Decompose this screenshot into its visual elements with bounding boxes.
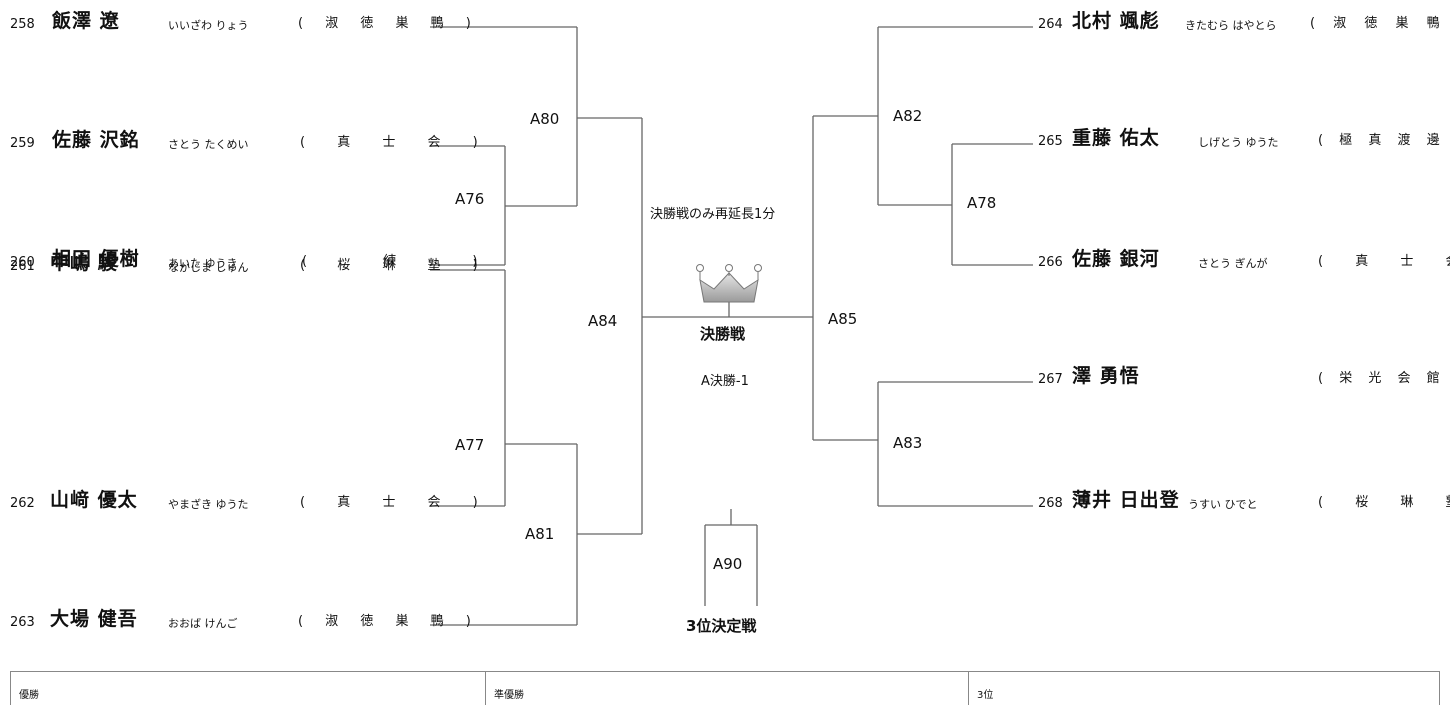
runner-up-label: 準優勝 — [494, 690, 524, 701]
player-team: ( 真 士 会 ) — [1318, 254, 1450, 269]
match-a77: A77 — [455, 436, 485, 454]
match-a85: A85 — [828, 310, 858, 328]
third-place-title: 3位決定戦 — [686, 617, 757, 635]
player-number: 262 — [10, 496, 35, 511]
player-kana: きたむら はやとら — [1185, 19, 1277, 32]
player-team: ( 淑 徳 巣 鴨 ) — [298, 614, 480, 629]
player-number: 266 — [1038, 255, 1063, 270]
player-name: 北村 颯彪 — [1072, 10, 1160, 32]
player-team: ( 練 ) — [302, 254, 514, 269]
player-name: 相田 優樹 — [52, 248, 140, 270]
player-name: 澤 勇悟 — [1072, 365, 1140, 387]
match-a76: A76 — [455, 190, 485, 208]
result-runner-up: 準優勝 — [485, 671, 969, 705]
match-a78: A78 — [967, 194, 997, 212]
player-team: ( 桜 琳 塾 ) — [300, 258, 492, 273]
player-number: 261 — [10, 259, 35, 274]
player-team: ( 淑 徳 巣 鴨 ) — [1310, 16, 1450, 31]
match-a81: A81 — [525, 525, 555, 543]
crown-icon — [696, 264, 762, 303]
match-a80: A80 — [530, 110, 560, 128]
player-kana: いいざわ りょう — [168, 19, 249, 32]
player-name: 中嶋 駿 — [50, 252, 118, 274]
final-match-code: A決勝-1 — [701, 374, 749, 389]
result-winner: 優勝 — [10, 671, 486, 705]
match-a82: A82 — [893, 107, 923, 125]
match-a90: A90 — [713, 555, 743, 573]
result-third: 3位 — [968, 671, 1440, 705]
player-team: ( 真 士 会 ) — [300, 495, 492, 510]
match-a84: A84 — [588, 312, 618, 330]
player-team: ( 栄 光 会 館 ) — [1318, 371, 1450, 386]
player-name: 佐藤 沢銘 — [52, 129, 140, 151]
player-kana: うすい ひでと — [1188, 498, 1258, 511]
player-number: 264 — [1038, 17, 1063, 32]
player-number: 260 — [10, 255, 35, 270]
player-name: 薄井 日出登 — [1072, 489, 1180, 511]
player-kana: さとう たくめい — [168, 138, 249, 151]
player-team: ( 極 真 渡 邊 ) — [1318, 133, 1450, 148]
player-kana: やまざき ゆうた — [168, 498, 249, 511]
final-title: 決勝戦 — [700, 325, 746, 343]
winner-label: 優勝 — [19, 690, 39, 701]
match-a83: A83 — [893, 434, 923, 452]
player-kana: おおば けんご — [168, 617, 238, 630]
player-name: 重藤 佑太 — [1072, 127, 1160, 149]
player-team: ( 桜 琳 塾 ) — [1318, 495, 1450, 510]
player-name: 大場 健吾 — [50, 608, 138, 630]
player-number: 263 — [10, 615, 35, 630]
player-name: 山﨑 優太 — [50, 489, 138, 511]
player-number: 258 — [10, 17, 35, 32]
player-team: ( 淑 徳 巣 鴨 ) — [298, 16, 480, 31]
player-kana: しげとう ゆうた — [1198, 136, 1279, 149]
player-kana: さとう ぎんが — [1198, 257, 1268, 270]
player-kana: なかじま しゅん — [168, 261, 249, 274]
player-number: 259 — [10, 136, 35, 151]
player-number: 268 — [1038, 496, 1063, 511]
player-number: 265 — [1038, 134, 1063, 149]
player-name: 佐藤 銀河 — [1072, 248, 1160, 270]
player-name: 飯澤 遼 — [52, 10, 120, 32]
player-number: 267 — [1038, 372, 1063, 387]
third-label: 3位 — [977, 690, 994, 701]
final-note: 決勝戦のみ再延長1分 — [650, 207, 776, 222]
player-team: ( 真 士 会 ) — [300, 135, 492, 150]
player-kana: あいた ゆうき — [168, 257, 238, 270]
